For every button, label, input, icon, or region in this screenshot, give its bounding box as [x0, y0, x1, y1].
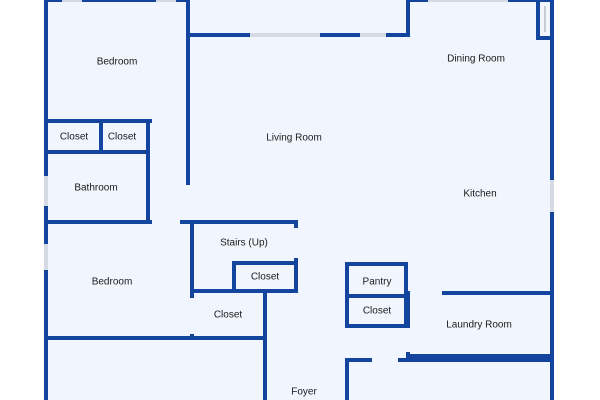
- label-dining-room: Dining Room: [447, 54, 505, 65]
- label-kitchen: Kitchen: [463, 189, 496, 200]
- label-pantry: Pantry: [363, 277, 392, 288]
- label-closet-stairs: Closet: [251, 272, 280, 283]
- label-closet-mid: Closet: [214, 310, 243, 321]
- label-foyer: Foyer: [291, 387, 317, 398]
- label-closet-a: Closet: [60, 132, 89, 143]
- label-bathroom: Bathroom: [74, 183, 117, 194]
- label-laundry-room: Laundry Room: [446, 320, 512, 331]
- room-labels: Bedroom Closet Closet Bathroom Bedroom L…: [60, 54, 512, 398]
- label-closet-pantry: Closet: [363, 306, 392, 317]
- label-closet-b: Closet: [108, 132, 137, 143]
- label-bedroom-left: Bedroom: [92, 277, 133, 288]
- door-openings: [152, 118, 442, 363]
- floor-area: [46, 0, 554, 400]
- windows: [44, 0, 554, 270]
- label-stairs: Stairs (Up): [220, 238, 268, 249]
- label-bedroom-top: Bedroom: [97, 57, 138, 68]
- label-living-room: Living Room: [266, 133, 322, 144]
